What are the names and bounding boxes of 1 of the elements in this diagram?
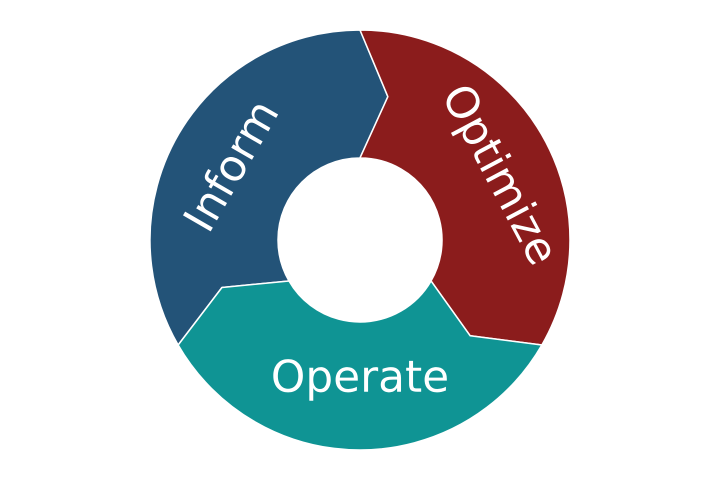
ring-segment: Operate xyxy=(177,280,543,451)
